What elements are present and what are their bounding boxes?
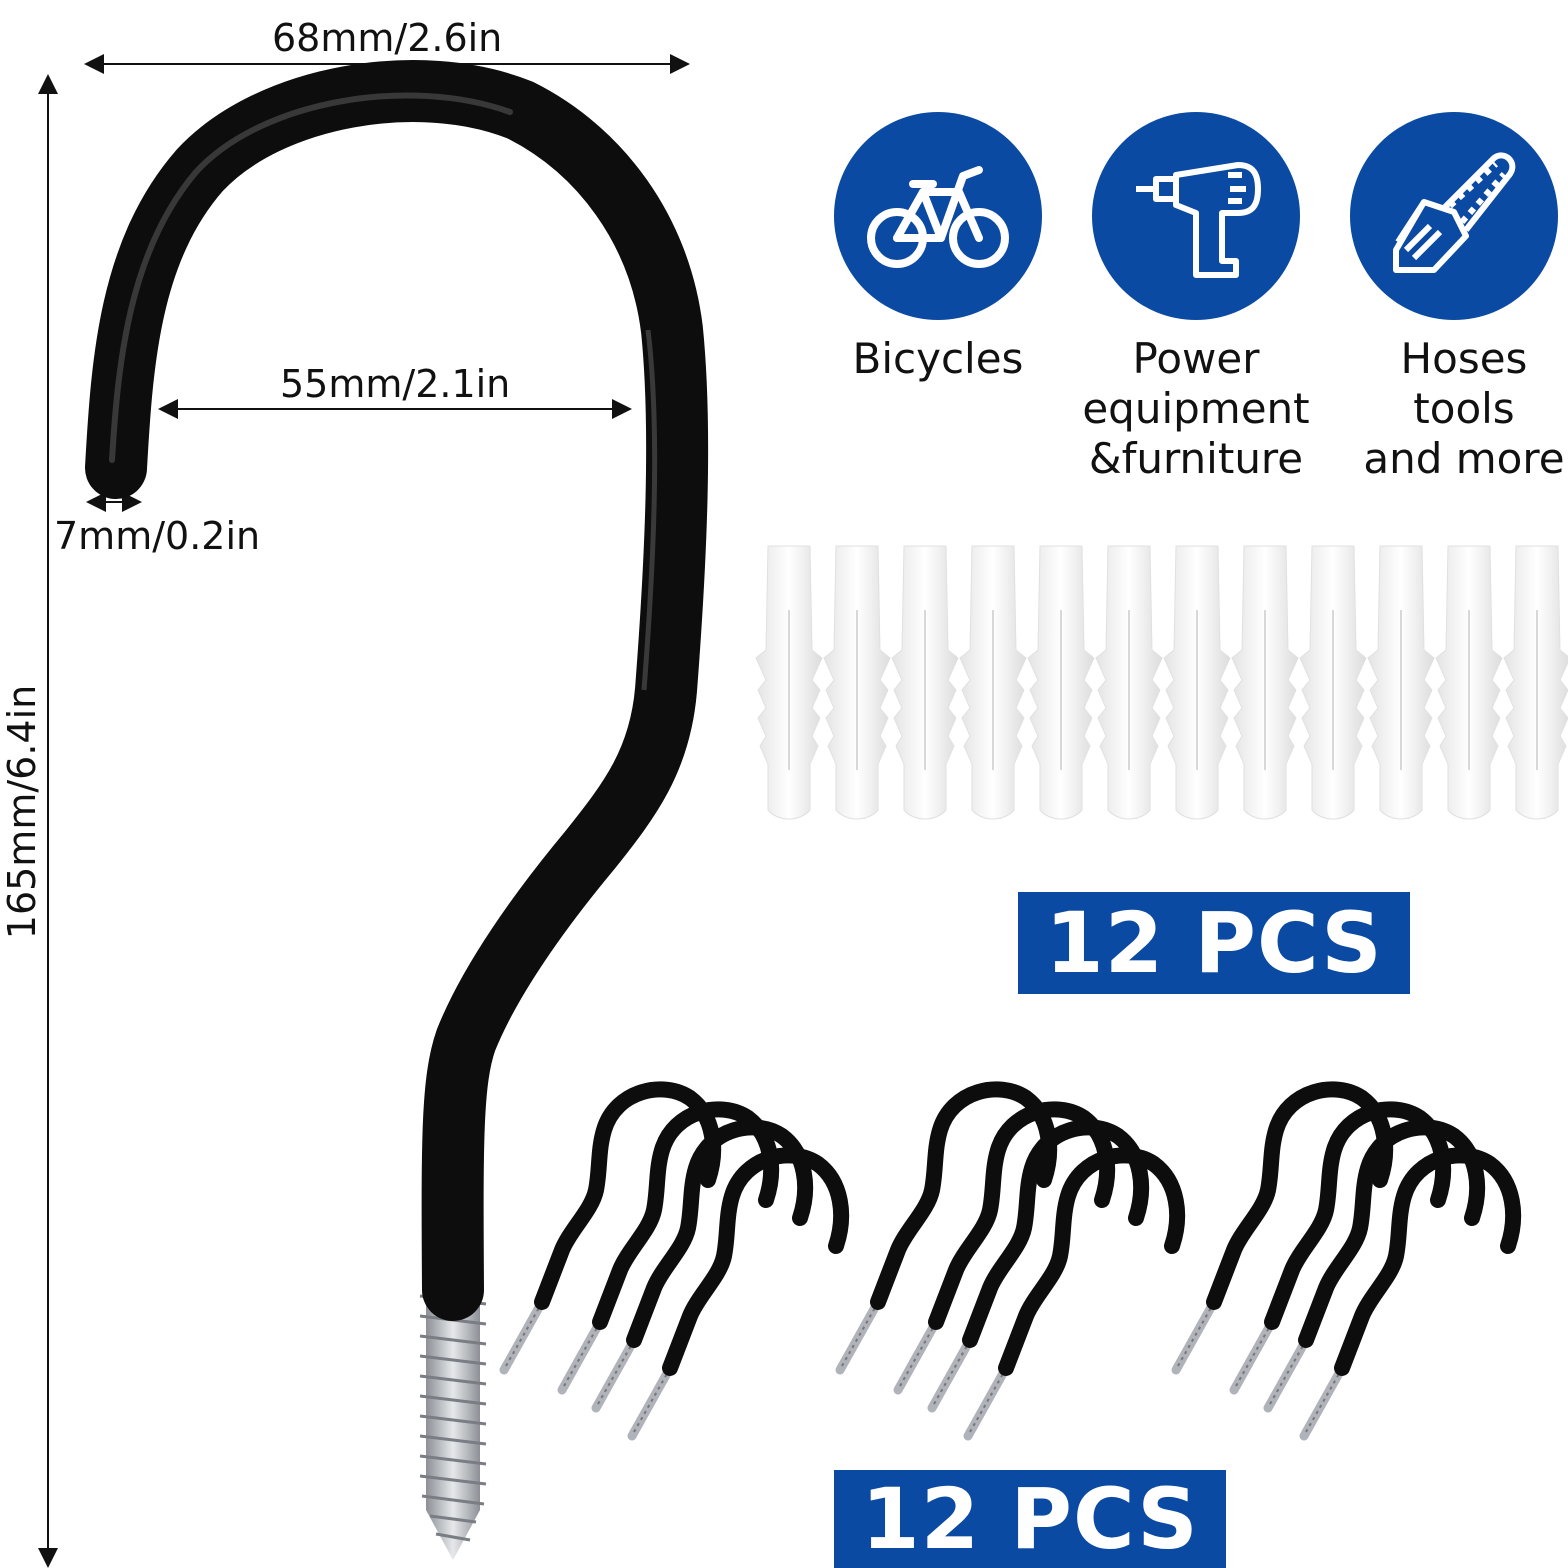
use-label-power-equipment: Power equipment &furniture [1082,334,1310,483]
small-hooks-cluster [504,1089,841,1436]
power-drill-icon-circle [1092,112,1300,320]
use-label-bicycles: Bicycles [852,334,1024,383]
small-hooks-cluster [1176,1089,1513,1436]
use-label-hoses-tools: Hoses tools and more [1363,334,1565,483]
wall-anchor [1231,545,1299,820]
wall-anchor [823,545,891,820]
wall-anchor [1503,545,1568,820]
hooks-quantity-badge: 12 PCS [834,1470,1226,1568]
wall-anchor [1027,545,1095,820]
wall-anchor [1095,545,1163,820]
anchors-quantity-badge: 12 PCS [1018,892,1410,994]
large-hook-screw [419,1284,487,1560]
wall-anchor [755,545,823,820]
bicycle-icon-circle [834,112,1042,320]
bicycle-icon [867,166,1009,268]
wire-diameter-label: 7mm/0.2in [54,514,261,558]
wall-anchor [891,545,959,820]
overall-width-label: 68mm/2.6in [272,16,503,60]
opening-width-label: 55mm/2.1in [280,362,511,406]
wall-anchor [1367,545,1435,820]
power-drill-icon [1136,162,1261,278]
wall-anchors-group [755,545,1568,820]
small-hooks-cluster [840,1089,1177,1436]
height-label: 165mm/6.4in [0,684,44,940]
chainsaw-icon [1393,152,1516,273]
wall-anchor [1299,545,1367,820]
wall-anchor [959,545,1027,820]
wall-anchor [1163,545,1231,820]
wall-anchor [1435,545,1503,820]
chainsaw-icon-circle [1350,112,1558,320]
small-hooks-group [490,1070,1568,1460]
